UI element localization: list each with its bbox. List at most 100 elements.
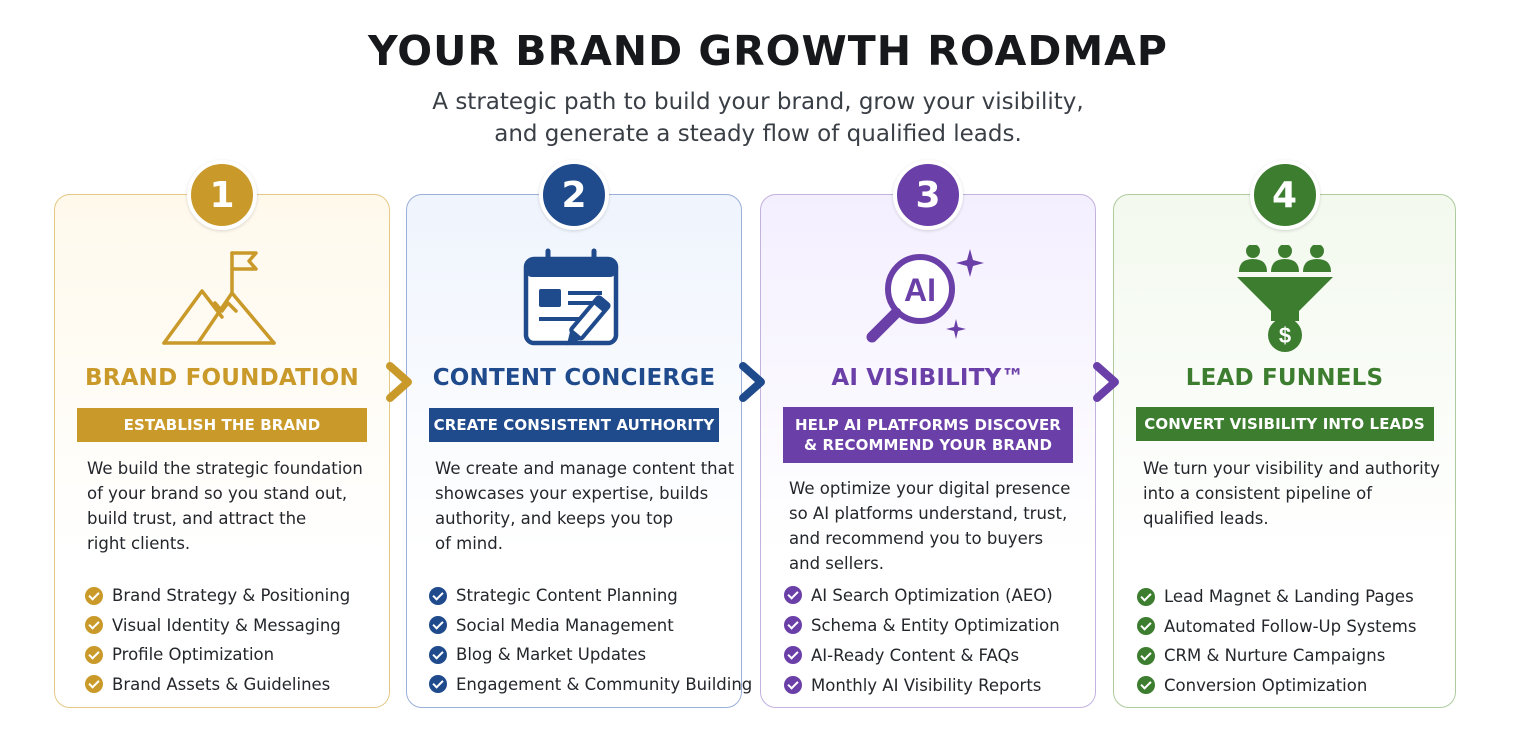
check-icon — [429, 675, 447, 694]
ai-icon-label: AI — [904, 272, 936, 308]
check-icon — [429, 616, 447, 635]
step-tagline: CONVERT VISIBILITY INTO LEADS — [1135, 407, 1434, 441]
step-card-brand-foundation: 1 BRAND FOUNDATION ESTABLISH THE BRAND W… — [54, 160, 390, 708]
feature-list: AI Search Optimization (AEO) Schema & En… — [784, 580, 1060, 700]
description-line: We turn your visibility and authority — [1143, 459, 1440, 478]
page-subtitle: A strategic path to build your brand, gr… — [0, 86, 1516, 150]
tagline-line: HELP AI PLATFORMS DISCOVER — [795, 416, 1061, 434]
subtitle-line: and generate a steady flow of qualified … — [494, 121, 1022, 147]
description-line: right clients. — [87, 534, 191, 553]
check-icon — [85, 675, 103, 694]
check-icon — [85, 645, 103, 664]
description-line: and sellers. — [789, 554, 884, 573]
list-item-label: AI-Ready Content & FAQs — [811, 645, 1020, 665]
check-icon — [1137, 646, 1155, 665]
list-item: Brand Assets & Guidelines — [85, 670, 350, 700]
list-item: AI-Ready Content & FAQs — [784, 640, 1060, 670]
chevron-right-icon — [1089, 360, 1123, 404]
description-line: of your brand so you stand out, — [87, 484, 348, 503]
step-tagline: HELP AI PLATFORMS DISCOVER & RECOMMEND Y… — [783, 407, 1073, 463]
feature-list: Lead Magnet & Landing Pages Automated Fo… — [1137, 582, 1416, 700]
list-item-label: Brand Strategy & Positioning — [112, 586, 351, 606]
list-item: Profile Optimization — [85, 640, 350, 670]
list-item-label: Brand Assets & Guidelines — [112, 674, 331, 694]
description-line: authority, and keeps you top — [435, 509, 674, 528]
list-item: Engagement & Community Building — [429, 670, 752, 700]
step-description: We build the strategic foundation of you… — [87, 456, 371, 556]
step-description: We create and manage content that showca… — [435, 456, 735, 556]
description-line: We optimize your digital presence — [789, 479, 1071, 498]
step-tagline: CREATE CONSISTENT AUTHORITY — [429, 408, 719, 442]
list-item-label: Strategic Content Planning — [456, 586, 678, 606]
ai-magnifier-icon: AI — [858, 245, 998, 355]
feature-list: Brand Strategy & Positioning Visual Iden… — [85, 581, 350, 699]
funnel-dollar-icon: $ — [1215, 245, 1355, 355]
check-icon — [784, 646, 802, 664]
check-icon — [1137, 587, 1155, 606]
step-card-ai-visibility: 3 AI AI VISIBILITY™ HELP AI PLATFORMS DI… — [760, 160, 1096, 708]
list-item: Brand Strategy & Positioning — [85, 581, 350, 611]
list-item-label: Profile Optimization — [112, 645, 275, 665]
step-card-content-concierge: 2 CONTENT CONCIERGE CREATE CONSISTENT AU… — [406, 160, 752, 708]
check-icon — [784, 676, 802, 694]
list-item: CRM & Nurture Campaigns — [1137, 641, 1416, 671]
list-item-label: Blog & Market Updates — [456, 645, 647, 665]
list-item: Visual Identity & Messaging — [85, 611, 350, 641]
step-description: We optimize your digital presence so AI … — [789, 476, 1077, 576]
list-item: Automated Follow-Up Systems — [1137, 612, 1416, 642]
list-item-label: Schema & Entity Optimization — [811, 615, 1060, 635]
description-line: We create and manage content that — [435, 459, 735, 478]
step-number-badge: 1 — [187, 160, 257, 230]
list-item: AI Search Optimization (AEO) — [784, 580, 1060, 610]
check-icon — [784, 586, 802, 604]
check-icon — [429, 586, 447, 605]
chevron-right-icon — [382, 360, 416, 404]
check-icon — [429, 645, 447, 664]
step-card-lead-funnels: 4 $ LEAD FUNNELS CONVERT VISIBILITY INTO… — [1113, 160, 1456, 708]
description-line: showcases your expertise, builds — [435, 484, 709, 503]
step-number-badge: 4 — [1249, 160, 1320, 230]
list-item-label: Conversion Optimization — [1164, 675, 1368, 695]
list-item-label: AI Search Optimization (AEO) — [811, 585, 1053, 605]
step-title: AI VISIBILITY™ — [831, 365, 1025, 391]
list-item: Social Media Management — [429, 611, 752, 641]
list-item-label: Engagement & Community Building — [456, 674, 753, 694]
check-icon — [1137, 676, 1155, 695]
subtitle-line: A strategic path to build your brand, gr… — [432, 89, 1084, 115]
list-item: Monthly AI Visibility Reports — [784, 670, 1060, 700]
list-item: Strategic Content Planning — [429, 581, 752, 611]
list-item-label: CRM & Nurture Campaigns — [1164, 646, 1386, 666]
description-line: of mind. — [435, 534, 503, 553]
step-title: CONTENT CONCIERGE — [432, 365, 716, 391]
list-item-label: Lead Magnet & Landing Pages — [1164, 587, 1414, 607]
check-icon — [85, 616, 103, 635]
dollar-sign-label: $ — [1278, 323, 1290, 348]
list-item-label: Automated Follow-Up Systems — [1164, 616, 1417, 636]
list-item: Conversion Optimization — [1137, 671, 1416, 701]
step-number-badge: 2 — [539, 160, 609, 230]
step-title: LEAD FUNNELS — [1185, 365, 1384, 391]
feature-list: Strategic Content Planning Social Media … — [429, 581, 752, 699]
list-item-label: Visual Identity & Messaging — [112, 615, 341, 635]
list-item: Blog & Market Updates — [429, 640, 752, 670]
description-line: We build the strategic foundation — [87, 459, 363, 478]
step-tagline: ESTABLISH THE BRAND — [77, 408, 367, 442]
description-line: qualified leads. — [1143, 509, 1269, 528]
check-icon — [784, 616, 802, 634]
list-item-label: Monthly AI Visibility Reports — [811, 675, 1042, 695]
list-item: Lead Magnet & Landing Pages — [1137, 582, 1416, 612]
description-line: build trust, and attract the — [87, 509, 307, 528]
page-title: YOUR BRAND GROWTH ROADMAP — [368, 27, 1168, 75]
description-line: into a consistent pipeline of — [1143, 484, 1373, 503]
step-number-badge: 3 — [893, 160, 963, 230]
calendar-pencil-icon — [504, 245, 644, 355]
tagline-line: & RECOMMEND YOUR BRAND — [803, 436, 1052, 454]
step-title: BRAND FOUNDATION — [85, 365, 359, 391]
chevron-right-icon — [735, 360, 769, 404]
list-item: Schema & Entity Optimization — [784, 610, 1060, 640]
check-icon — [1137, 617, 1155, 636]
step-description: We turn your visibility and authority in… — [1143, 456, 1440, 531]
description-line: and recommend you to buyers — [789, 529, 1044, 548]
list-item-label: Social Media Management — [456, 615, 674, 635]
mountain-flag-icon — [152, 245, 292, 355]
